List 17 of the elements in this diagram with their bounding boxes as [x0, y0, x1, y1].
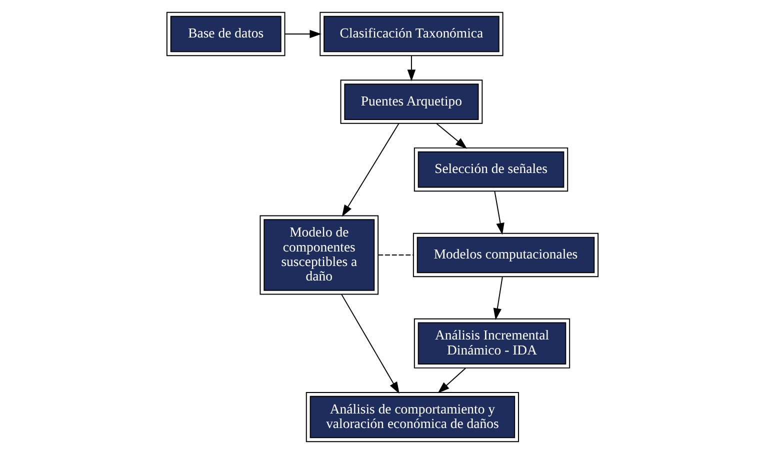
- arrow: [341, 122, 399, 217]
- node-box: Modelo de componentes susceptibles a daño: [259, 215, 378, 295]
- connector: [377, 254, 414, 256]
- arrow: [436, 123, 467, 149]
- node-box: Análisis Incremental Dinámico - IDA: [413, 318, 570, 368]
- arrow: [284, 30, 322, 38]
- arrow: [437, 368, 466, 394]
- node-box: Base de datos: [166, 12, 285, 56]
- node-box: Clasificación Taxonómica: [319, 12, 503, 56]
- node-box: Puentes Arquetipo: [340, 80, 482, 124]
- arrow: [340, 294, 399, 394]
- arrow: [494, 190, 504, 235]
- arrow: [406, 55, 416, 82]
- node-box: Selección de señales: [413, 147, 568, 192]
- node-box: Modelos computacionales: [412, 232, 598, 278]
- arrow: [492, 276, 502, 320]
- node-box: Análisis de comportamiento y valoración económica de daños: [305, 392, 518, 442]
